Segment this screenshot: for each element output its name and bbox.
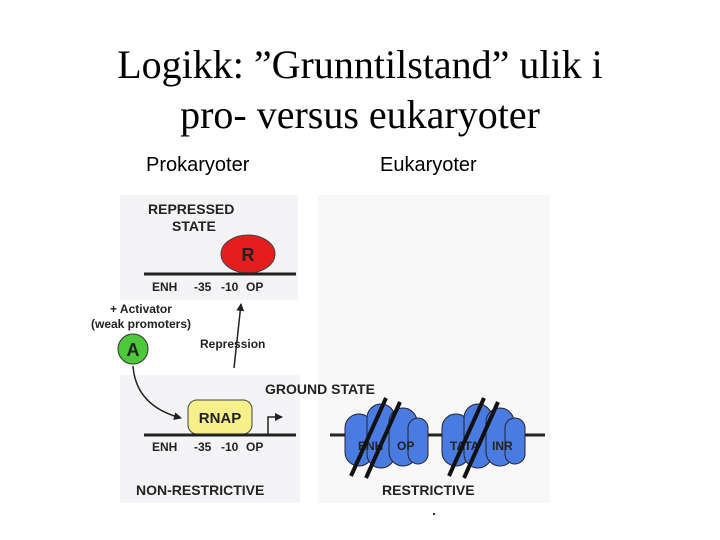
nucleosome2-tata-label: TATA [450,439,480,453]
nucleosome-1 [344,403,429,469]
top-op-label: OP [246,280,263,294]
rnap-label: RNAP [199,410,242,427]
top-enh-label: ENH [152,280,177,294]
nucleosome1-slash-a [349,397,388,477]
nucleosome2-slash-b [462,401,500,479]
non-restrictive-label: NON-RESTRICTIVE [136,482,264,498]
title-line-1: Logikk: ”Grunntilstand” ulik i [117,42,603,87]
column-heading-prokaryoter: Prokaryoter [146,154,250,176]
repressed-label-line2: STATE [172,218,216,234]
repression-label: Repression [200,337,265,351]
column-heading-eukaryoter: Eukaryoter [380,154,477,176]
bottom-enh-label: ENH [152,440,177,454]
nucleosome-2 [441,403,526,469]
activator-symbol: A [127,340,140,360]
bottom-minus35-label: -35 [194,440,212,454]
top-minus10-label: -10 [221,280,239,294]
activator-label-line2: (weak promoters) [91,317,191,331]
title-line-2: pro- versus eukaryoter [180,92,540,137]
ground-state-label: GROUND STATE [265,381,375,397]
nucleosome2-slash-a [447,397,486,477]
nucleosome2-inr-label: INR [492,439,513,453]
activator-protein [117,333,149,365]
repression-arrow [233,303,245,369]
restrictive-label: RESTRICTIVE [382,482,475,498]
activation-arrow [132,365,182,421]
bottom-op-label: OP [246,440,263,454]
top-minus35-label: -35 [194,280,212,294]
nonrestrictive-panel [120,375,300,503]
transcription-start-arrow [267,413,283,434]
repressor-label: R [242,245,255,265]
slide-title: Logikk: ”Grunntilstand” ulik i pro- vers… [0,40,720,140]
bottom-minus10-label: -10 [221,440,239,454]
repressed-label-line1: REPRESSED [148,201,234,217]
nucleosome1-op-label: OP [397,439,414,453]
nucleosome1-slash-b [364,401,402,479]
activator-label-line1: + Activator [110,302,172,316]
stray-dot [432,512,436,516]
